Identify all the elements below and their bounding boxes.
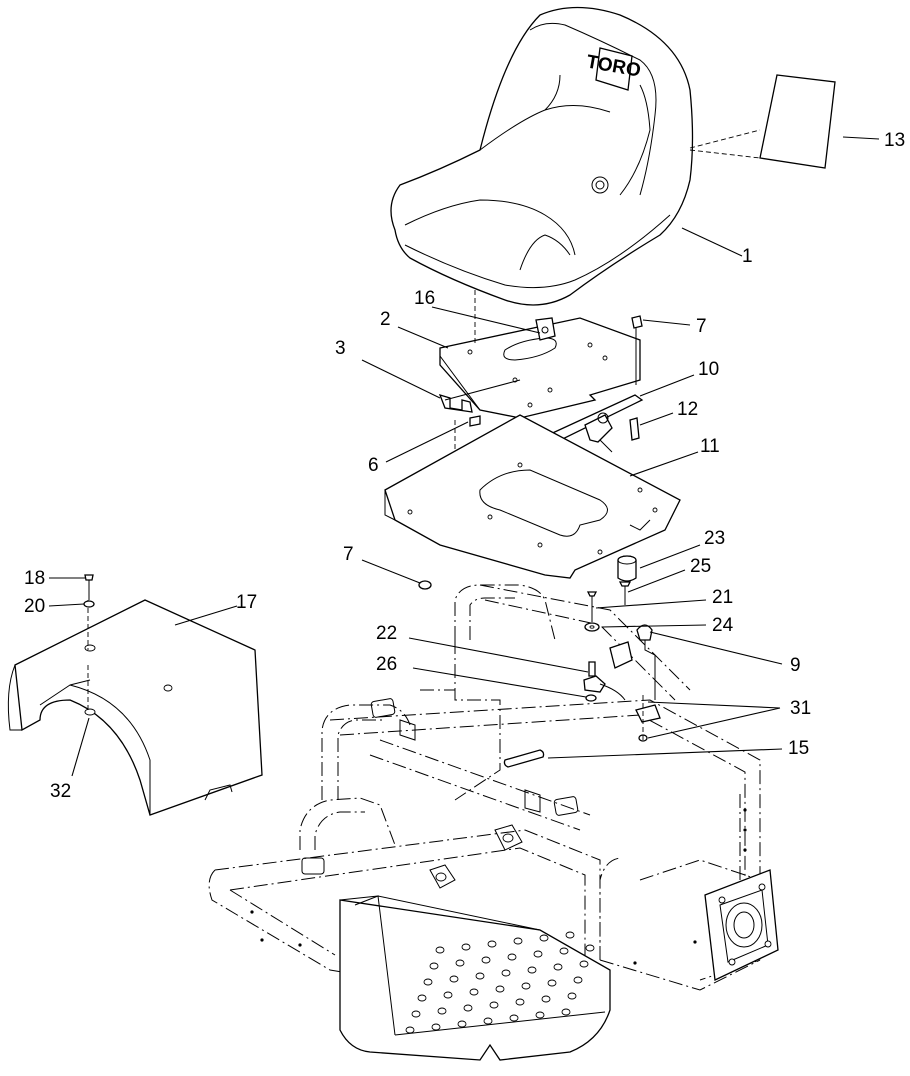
foot-plate-hole	[541, 995, 551, 1003]
bumper	[617, 555, 637, 582]
callout-7-top: 7	[696, 316, 707, 337]
foot-plate-hole	[449, 975, 459, 983]
foot-plate-hole	[547, 979, 557, 987]
bolt-25	[618, 581, 632, 605]
engine-mount-plate	[704, 869, 779, 981]
seat-base-plate	[384, 414, 681, 579]
seat: TORO	[390, 6, 694, 306]
callout-25: 25	[690, 556, 711, 577]
foot-plate-hole	[443, 991, 453, 999]
pin-15	[503, 749, 545, 768]
callout-2: 2	[380, 309, 391, 330]
foot-plate-hole	[567, 992, 577, 1000]
callout-23: 23	[704, 528, 725, 549]
callout-17: 17	[236, 592, 257, 613]
foot-plate-hole	[461, 943, 471, 951]
callout-9: 9	[790, 655, 801, 676]
bolt-6	[454, 415, 481, 495]
nut-lower	[418, 580, 432, 590]
foot-plate-hole	[579, 960, 589, 968]
shroud-cover	[7, 574, 263, 816]
callout-21: 21	[712, 587, 733, 608]
callout-15: 15	[788, 738, 809, 759]
foot-plate-hole	[565, 931, 575, 939]
foot-plate-hole	[561, 1008, 571, 1016]
foot-plate-hole	[411, 1010, 421, 1018]
foot-plate-hole	[455, 959, 465, 967]
pivot-hardware	[583, 591, 626, 702]
foot-plate-hole	[475, 972, 485, 980]
bolt-top	[631, 315, 643, 385]
callout-11: 11	[700, 436, 720, 457]
adjustment-knob	[609, 624, 656, 700]
callout-10: 10	[698, 359, 719, 380]
foot-plate-hole	[405, 1026, 415, 1034]
foot-plate-hole	[533, 950, 543, 958]
foot-plate-hole	[521, 982, 531, 990]
callout-3: 3	[335, 338, 346, 359]
foot-plate-holes	[405, 931, 595, 1034]
foot-plate-hole	[429, 962, 439, 970]
foot-plate-hole	[573, 976, 583, 984]
foot-plate-hole	[495, 985, 505, 993]
foot-plate-hole	[489, 1001, 499, 1009]
seat-mount-plate	[439, 290, 641, 419]
foot-plate-hole	[431, 1023, 441, 1031]
foot-plate-hole	[553, 963, 563, 971]
foot-plate-hole	[463, 1004, 473, 1012]
callout-7-bottom: 7	[343, 544, 354, 565]
foot-plate-hole	[515, 998, 525, 1006]
foot-plate-hole	[483, 1017, 493, 1025]
clips-31	[635, 695, 661, 742]
foot-plate-hole	[501, 969, 511, 977]
foot-plate-hole	[507, 953, 517, 961]
foot-plate-hole	[527, 966, 537, 974]
leader-lines	[48, 136, 880, 777]
seat-slide-left	[438, 379, 521, 413]
callout-20: 20	[24, 596, 45, 617]
foot-plate-hole	[487, 940, 497, 948]
foot-plate-hole	[585, 944, 595, 952]
foot-plate-hole	[417, 994, 427, 1002]
callout-16: 16	[414, 288, 435, 309]
foot-plate-hole	[457, 1020, 467, 1028]
foot-plate-hole	[539, 934, 549, 942]
foot-plate-hole	[509, 1014, 519, 1022]
callout-22: 22	[376, 623, 397, 644]
callout-12: 12	[677, 399, 698, 420]
callout-labels: 1 2 3 6 7 7 9 10 11 12 13 15 16 17 18 20…	[24, 130, 905, 802]
frame-assembly	[208, 584, 761, 991]
callout-6: 6	[368, 455, 379, 476]
foot-plate-hole	[481, 956, 491, 964]
callout-13: 13	[884, 130, 905, 151]
callout-31: 31	[790, 698, 811, 719]
callout-24: 24	[712, 615, 734, 636]
foot-plate-hole	[513, 937, 523, 945]
bolt-12	[629, 417, 640, 441]
callout-32: 32	[50, 781, 71, 802]
foot-plate-hole	[435, 946, 445, 954]
foot-plate-hole	[535, 1011, 545, 1019]
foot-plate-hole	[559, 947, 569, 955]
foot-plate	[339, 895, 611, 1061]
foot-plate-hole	[469, 988, 479, 996]
foot-plate-hole	[437, 1007, 447, 1015]
callout-26: 26	[376, 654, 397, 675]
callout-18: 18	[24, 568, 45, 589]
callout-1: 1	[742, 246, 753, 267]
seat-decal	[689, 74, 836, 169]
foot-plate-hole	[423, 978, 433, 986]
